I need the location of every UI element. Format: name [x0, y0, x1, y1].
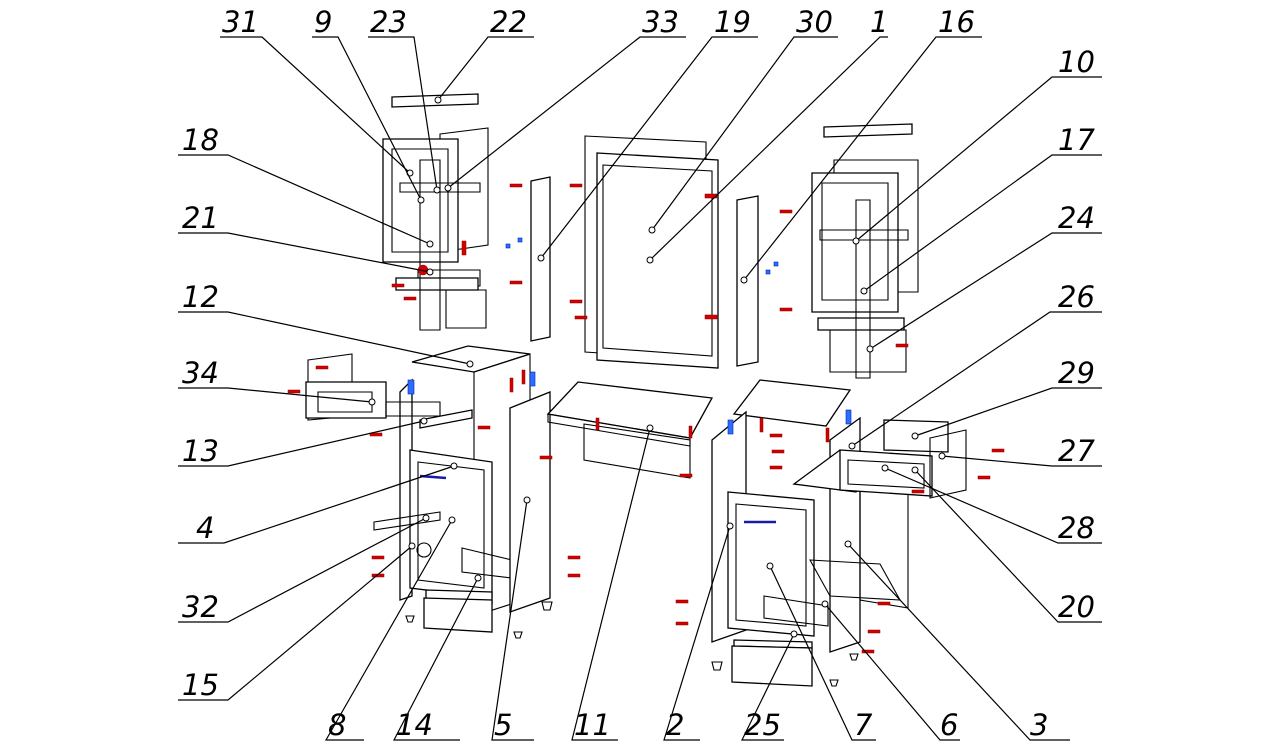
leaders — [178, 36, 1102, 741]
callout-7: 7 — [854, 708, 873, 742]
callout-labels: 31 9 23 22 33 19 30 1 16 10 17 24 26 29 … — [182, 5, 1095, 742]
callout-5: 5 — [494, 708, 512, 742]
callout-6: 6 — [940, 708, 958, 742]
callout-24: 24 — [1058, 201, 1095, 235]
callout-27: 27 — [1058, 434, 1095, 468]
callout-11: 11 — [574, 708, 611, 742]
callout-10: 10 — [1058, 45, 1095, 79]
callout-33: 33 — [642, 5, 679, 39]
callout-1: 1 — [870, 5, 888, 39]
callout-23: 23 — [370, 5, 407, 39]
upper-left-cabinet — [382, 93, 489, 331]
callout-9: 9 — [314, 5, 332, 39]
callout-32: 32 — [182, 590, 219, 624]
callout-31: 31 — [222, 5, 259, 39]
callout-25: 25 — [744, 708, 781, 742]
callout-18: 18 — [182, 123, 219, 157]
callout-29: 29 — [1058, 356, 1095, 390]
fittings — [505, 237, 779, 275]
callout-30: 30 — [796, 5, 833, 39]
upper-middle-panels — [530, 135, 759, 369]
callout-14: 14 — [396, 708, 433, 742]
callout-26: 26 — [1058, 280, 1095, 314]
fasteners — [287, 183, 1005, 654]
callout-8: 8 — [328, 708, 346, 742]
callout-34: 34 — [182, 356, 219, 390]
callout-4: 4 — [196, 511, 214, 545]
callout-28: 28 — [1058, 511, 1095, 545]
callout-12: 12 — [182, 280, 219, 314]
feet — [405, 601, 859, 687]
callout-2: 2 — [666, 708, 684, 742]
callout-19: 19 — [714, 5, 751, 39]
callout-20: 20 — [1058, 590, 1095, 624]
callout-16: 16 — [938, 5, 975, 39]
callout-15: 15 — [182, 668, 219, 702]
callout-13: 13 — [182, 434, 219, 468]
middle-worktop — [546, 381, 714, 479]
callout-3: 3 — [1030, 708, 1048, 742]
callout-21: 21 — [182, 201, 219, 235]
lower-right-base-cabinet — [711, 379, 967, 687]
callout-22: 22 — [490, 5, 527, 39]
callout-17: 17 — [1058, 123, 1095, 157]
upper-right-cabinet — [811, 123, 919, 379]
